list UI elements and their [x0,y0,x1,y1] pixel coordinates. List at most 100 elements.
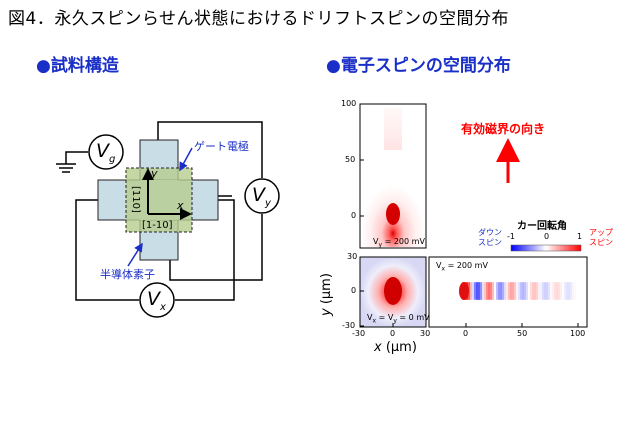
axis-x-label: x [177,199,184,212]
helix-stripe [548,282,551,300]
helix-stripe [500,282,503,300]
helix-stripe [562,282,565,300]
helix-stripe [482,282,485,300]
helix-stripe [488,282,491,300]
bullet-dot: ● [326,56,341,76]
y-tick-100: 100 [341,99,357,108]
helix-stripe [476,282,479,300]
panel-bottom-left-caption: Vx = Vy = 0 mV [367,313,430,325]
helix-stripe [524,282,527,300]
wiring [65,121,263,301]
helix-stripe [502,282,505,300]
helix-stripe [492,282,495,300]
helix-stripe [498,282,501,300]
vx-label: Vx [147,288,166,313]
effective-field-label: 有効磁界の向き [461,122,546,136]
colorbar-title: カー回転角 [517,221,567,232]
semiconductor-label-pointer [127,242,143,267]
voltmeter-vy [244,178,280,214]
colorbar-min: -1 [507,232,515,241]
helix-stripe [486,282,489,300]
gate-electrode [125,167,193,233]
y-tick-50: 50 [345,155,356,164]
helix-stripe [566,282,569,300]
map-panel-vx [428,256,588,328]
helix-stripe [490,282,493,300]
spin-helix-stripes [459,282,577,300]
colorbar-max: 1 [577,232,583,241]
helix-stripe [528,282,531,300]
helix-stripe [506,282,509,300]
helix-stripe [558,282,561,300]
y-tick-m30: -30 [342,321,356,330]
section-spin-distribution: ●電子スピンの空間分布 [326,51,511,76]
helix-stripe [494,282,497,300]
panel-bottom-right-caption: Vx = 200 mV [436,261,488,273]
helix-stripe [554,282,557,300]
helix-stripe [574,282,577,300]
helix-stripe [526,282,529,300]
helix-stripe [474,282,477,300]
helix-stripe [534,282,537,300]
colorbar-mid: 0 [544,232,550,241]
helix-stripe [536,282,539,300]
helix-stripe [570,282,573,300]
ground-symbol [56,163,76,173]
helix-stripe [472,282,475,300]
x-tick-100: 100 [570,329,586,338]
down-spin-label: ダウンスピン [478,228,502,247]
helix-stripe [542,282,545,300]
helix-stripe [484,282,487,300]
voltmeter-vg [88,134,124,170]
x-tick-30: 30 [420,329,431,338]
helix-stripe [516,282,519,300]
spin-spot-origin [459,282,469,300]
helix-stripe [520,282,523,300]
helix-stripe [518,282,521,300]
helix-stripe [478,282,481,300]
bullet-dot: ● [36,56,51,76]
helix-stripe [470,282,473,300]
helix-stripe [508,282,511,300]
colorbar [510,244,582,252]
helix-stripe [496,282,499,300]
helix-stripe [560,282,563,300]
spin-spot-center [384,277,402,305]
helix-stripe [538,282,541,300]
gate-electrode-label: ゲート電極 [194,140,249,153]
helix-stripe [544,282,547,300]
helix-stripe [546,282,549,300]
y-tick-30: 30 [347,252,358,261]
figure-title: 図4．永久スピンらせん状態におけるドリフトスピンの空間分布 [8,9,509,29]
helix-stripe [530,282,533,300]
y-tick-0-bottom: 0 [351,286,357,295]
map-panel-vy [359,103,427,249]
helix-stripe [552,282,555,300]
x-axis-title: x (μm) [374,340,417,355]
helix-stripe [522,282,525,300]
helix-stripe [532,282,535,300]
helix-stripe [504,282,507,300]
helix-stripe [540,282,543,300]
y-tick-0-top: 0 [351,211,357,220]
up-spin-label: アップスピン [589,228,613,247]
section-title: 試料構造 [50,56,119,76]
helix-stripe [550,282,553,300]
x-tick-50: 50 [517,329,528,338]
helix-stripe [556,282,559,300]
x-tick-m30: -30 [352,329,366,338]
spin-spot-top [386,203,400,225]
helix-stripe [512,282,515,300]
direction-1m10-label: [1-10] [142,220,173,231]
panel-top-caption: Vy = 200 mV [373,237,425,249]
y-axis-title: y (μm) [319,273,334,316]
map-panel-v0 [359,256,427,328]
helix-stripe [468,282,471,300]
axis-y-label: y [151,167,158,180]
helix-stripe [568,282,571,300]
semiconductor-label: 半導体素子 [100,268,155,281]
section-title: 電子スピンの空間分布 [340,56,511,76]
helix-stripe [572,282,575,300]
